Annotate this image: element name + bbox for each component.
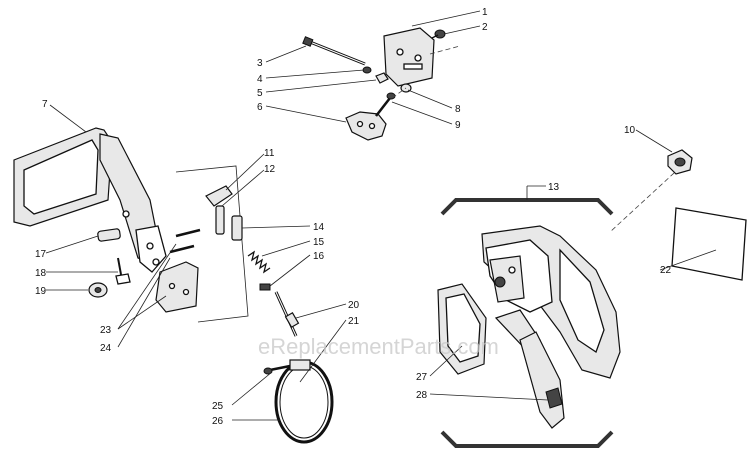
brake-band-26 [274,359,334,444]
callout-8: 8 [455,104,461,115]
stud-14 [231,215,243,241]
callout-12: 12 [264,164,276,175]
washer-4 [362,66,372,74]
brake-rod-20 [274,291,300,337]
callout-17: 17 [35,249,47,260]
spring-15 [247,250,271,274]
callout-11: 11 [264,148,275,159]
screws-23-24 [169,228,201,254]
callout-leaders [45,10,717,421]
sprocket-cover [481,225,621,379]
callout-25: 25 [212,401,224,412]
callout-19: 19 [35,286,47,297]
callout-2: 2 [482,22,488,33]
callout-1: 1 [482,7,488,18]
callout-3: 3 [257,58,263,69]
callout-10: 10 [624,125,636,136]
callout-7: 7 [42,99,48,110]
callout-14: 14 [313,222,325,233]
callout-26: 26 [212,416,224,427]
nut-5 [375,72,389,84]
label-plate-22 [671,207,747,281]
callout-16: 16 [313,251,325,262]
front-hand-guard-7 [13,127,167,273]
callout-4: 4 [257,74,263,85]
watermark-text: eReplacementParts.com [258,334,499,359]
pin-18 [115,257,131,285]
inner-cover-27 [437,283,487,375]
long-bolt-3 [302,36,366,66]
knob-19 [88,282,108,298]
bracket-23 [155,261,199,313]
bracket-6 [345,111,387,141]
callout-21: 21 [348,316,360,327]
linkage-outline [175,165,249,323]
callout-13: 13 [548,182,560,193]
callout-22: 22 [660,265,672,276]
callout-15: 15 [313,237,325,248]
callout-5: 5 [257,88,263,99]
screw-9 [375,92,396,117]
pin-12 [215,205,225,235]
pin-16 [259,283,271,291]
callout-27: 27 [416,372,428,383]
callout-labels: 1 2 3 4 5 6 7 8 9 10 11 12 13 14 15 16 1… [35,7,672,427]
callout-18: 18 [35,268,47,279]
callout-6: 6 [257,102,263,113]
callout-9: 9 [455,120,461,131]
screw-2 [431,29,446,39]
lever-28 [519,331,565,429]
lever-11 [205,185,233,207]
chain-catcher-plate [383,27,435,87]
bushing-17 [97,228,121,242]
callout-24: 24 [100,343,112,354]
callout-23: 23 [100,325,112,336]
screw-25 [263,364,291,375]
cap-nut-10 [667,149,693,175]
callout-28: 28 [416,390,428,401]
callout-20: 20 [348,300,360,311]
